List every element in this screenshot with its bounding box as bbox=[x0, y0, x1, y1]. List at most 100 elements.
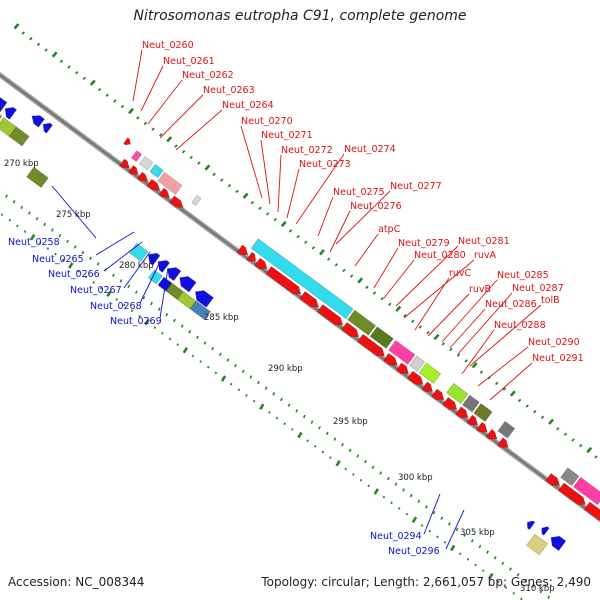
forward-label-leader bbox=[159, 94, 204, 139]
forward-gene-42 bbox=[485, 429, 498, 440]
scale-tick bbox=[130, 309, 134, 312]
forward-label-leader bbox=[295, 153, 345, 225]
scale-tick bbox=[229, 382, 233, 386]
scale-tick bbox=[237, 388, 241, 392]
guide-tick bbox=[36, 42, 41, 47]
forward-gene-label: Neut_0277 bbox=[390, 181, 442, 192]
scale-tick bbox=[245, 394, 248, 397]
guide-tick bbox=[426, 330, 430, 335]
forward-gene-11 bbox=[191, 194, 202, 206]
scale-tick bbox=[443, 541, 447, 544]
scale-tick bbox=[138, 315, 141, 318]
guide-tick bbox=[556, 426, 560, 431]
guide-tick-inner bbox=[73, 245, 77, 249]
guide-tick-inner bbox=[364, 459, 367, 464]
scale-tick bbox=[23, 230, 27, 233]
scale-tick bbox=[39, 241, 42, 245]
guide-tick-inner bbox=[211, 346, 215, 351]
guide-tick-inner bbox=[524, 578, 528, 583]
guide-tick bbox=[342, 268, 346, 273]
guide-tick-inner bbox=[417, 499, 421, 503]
guide-tick-inner bbox=[157, 307, 161, 311]
guide-tick-inner bbox=[478, 544, 482, 549]
forward-gene-43 bbox=[497, 437, 509, 448]
guide-tick bbox=[136, 116, 140, 120]
guide-tick bbox=[494, 381, 499, 386]
guide-tick-inner bbox=[27, 211, 31, 215]
tick-label: 290 kbp bbox=[268, 364, 303, 374]
forward-gene-1 bbox=[131, 150, 143, 162]
forward-gene-16 bbox=[409, 355, 426, 372]
guide-tick-inner bbox=[486, 550, 489, 554]
guide-tick bbox=[67, 65, 71, 69]
scale-tick bbox=[46, 247, 50, 250]
scale-tick bbox=[488, 573, 494, 580]
forward-gene-label: Neut_0261 bbox=[163, 56, 215, 67]
guide-tick bbox=[365, 285, 369, 290]
guide-tick-inner bbox=[127, 284, 131, 289]
forward-gene-20 bbox=[473, 403, 493, 422]
reverse-gene-22 bbox=[541, 526, 550, 536]
scale-tick bbox=[176, 343, 179, 346]
forward-gene-label: Neut_0264 bbox=[222, 100, 274, 111]
guide-tick-inner bbox=[386, 476, 390, 481]
guide-tick-inner bbox=[509, 567, 512, 571]
guide-tick bbox=[388, 302, 392, 307]
forward-gene-5 bbox=[119, 158, 130, 168]
forward-gene-label: ruvB bbox=[469, 284, 491, 295]
guide-tick bbox=[51, 51, 58, 58]
guide-tick-inner bbox=[234, 363, 237, 368]
scale-tick bbox=[275, 416, 279, 420]
reverse-gene-13 bbox=[167, 267, 182, 282]
forward-gene-28 bbox=[265, 266, 302, 295]
guide-tick bbox=[258, 206, 262, 210]
guide-tick-inner bbox=[218, 352, 222, 357]
guide-tick bbox=[403, 313, 407, 318]
guide-tick bbox=[265, 212, 270, 216]
forward-label-leader bbox=[441, 279, 498, 343]
forward-gene-label: Neut_0260 bbox=[142, 40, 194, 51]
forward-label-leader bbox=[427, 293, 470, 337]
scale-tick bbox=[161, 332, 164, 335]
guide-tick bbox=[166, 136, 173, 143]
guide-tick bbox=[212, 172, 216, 177]
forward-gene-37 bbox=[431, 388, 445, 401]
forward-gene-label: Neut_0286 bbox=[485, 299, 537, 310]
forward-gene-label: Neut_0275 bbox=[333, 187, 385, 198]
tick-label: 305 kbp bbox=[460, 528, 495, 538]
forward-gene-4 bbox=[157, 171, 183, 195]
scale-tick bbox=[321, 450, 325, 454]
scale-tick bbox=[449, 544, 456, 552]
guide-tick-inner bbox=[119, 279, 123, 283]
guide-tick bbox=[13, 23, 20, 30]
scale-tick bbox=[466, 558, 470, 561]
reverse-gene-23 bbox=[550, 535, 567, 552]
reverse-gene-21 bbox=[526, 520, 536, 531]
guide-tick-inner bbox=[43, 222, 47, 227]
forward-gene-7 bbox=[136, 171, 149, 182]
guide-tick bbox=[311, 246, 316, 250]
forward-gene-18 bbox=[446, 382, 469, 405]
guide-tick-inner bbox=[463, 533, 467, 537]
guide-tick bbox=[464, 359, 468, 363]
guide-tick-inner bbox=[142, 296, 146, 300]
reverse-label-leader bbox=[51, 185, 97, 239]
guide-tick-inner bbox=[302, 414, 306, 419]
forward-gene-label: Neut_0291 bbox=[532, 353, 584, 364]
reverse-gene-8 bbox=[42, 122, 53, 134]
scale-tick bbox=[497, 580, 500, 584]
reverse-gene-label: Neut_0294 bbox=[370, 531, 422, 542]
guide-tick bbox=[189, 155, 193, 160]
forward-label-leader bbox=[477, 346, 529, 387]
forward-gene-2 bbox=[139, 156, 154, 171]
forward-gene-13 bbox=[347, 309, 377, 336]
forward-gene-label: tolB bbox=[541, 295, 560, 306]
guide-tick-inner bbox=[58, 233, 62, 238]
reverse-label-leader bbox=[95, 231, 135, 256]
guide-tick bbox=[548, 418, 555, 425]
genome-title: Nitrosomonas eutropha C91, complete geno… bbox=[133, 8, 467, 24]
scale-tick bbox=[335, 460, 341, 467]
guide-tick bbox=[74, 70, 79, 75]
reverse-label-leader bbox=[159, 267, 169, 319]
tick-label: 280 kbp bbox=[119, 261, 154, 271]
